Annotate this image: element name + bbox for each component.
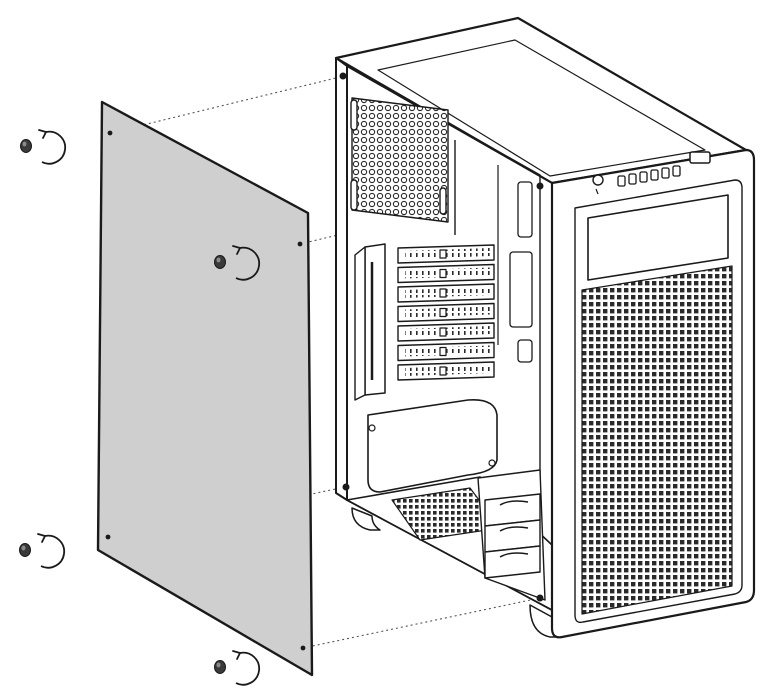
case-foot-rear: [351, 507, 381, 531]
front-io-port: [661, 167, 670, 179]
cable-clip: [517, 339, 533, 363]
fan-slot-lower: [350, 179, 358, 211]
panel-hole: [297, 241, 303, 247]
front-drive-bay-cover: [587, 194, 729, 281]
front-mesh-grille: [581, 265, 733, 615]
cable-grommet-middle: [509, 251, 533, 328]
case-rear-edge: [335, 57, 348, 501]
expansion-slot-cover: [397, 283, 495, 303]
power-button: [689, 151, 711, 164]
expansion-slot-cover: [397, 361, 495, 381]
case-mount-point: [536, 182, 544, 190]
reset-button: [592, 174, 604, 186]
thumb-screw: [214, 245, 261, 281]
case-mount-point: [342, 483, 350, 491]
rotate-ccw-arrow-icon: [232, 245, 261, 281]
expansion-slot-cover: [397, 263, 495, 284]
psu-shroud-cutout: [367, 398, 498, 493]
expansion-slot-cover: [397, 244, 495, 264]
expansion-slot-cover: [397, 302, 495, 323]
fan-slot-right: [439, 187, 447, 215]
front-io-port: [617, 175, 626, 187]
front-io-panel: [617, 165, 681, 187]
cable-grommet-upper: [517, 181, 533, 238]
side-panel-plate: [96, 100, 314, 677]
thumb-screw: [19, 533, 66, 569]
case-mount-point: [339, 72, 347, 80]
case-inner-frame: [346, 65, 541, 600]
panel-hole: [300, 645, 306, 651]
rotate-ccw-arrow-icon: [38, 129, 67, 165]
front-io-port: [672, 165, 681, 177]
panel-hole: [107, 130, 113, 136]
shroud-screw: [368, 424, 376, 432]
expansion-bracket-side: [354, 246, 366, 401]
expansion-bracket-retainer: [364, 243, 386, 396]
expansion-slots: [397, 244, 495, 381]
thumb-screws: [19, 129, 261, 686]
expansion-slot-cover: [397, 341, 495, 362]
guide-line-bottom-right: [302, 597, 541, 649]
front-io-port: [650, 169, 659, 181]
front-io-port: [639, 171, 648, 183]
expansion-slot-cover: [397, 322, 495, 342]
side-panel: [96, 100, 314, 677]
case-top-vent-outline: [377, 39, 706, 177]
rear-fan-mesh: [351, 97, 449, 223]
case-mount-point: [536, 594, 544, 602]
rotate-ccw-arrow-icon: [37, 533, 66, 569]
drive-cage: [477, 469, 546, 601]
thumb-screw: [214, 650, 261, 686]
front-io-port: [628, 173, 637, 185]
fan-slot-upper: [350, 99, 358, 131]
thumb-screw: [20, 129, 67, 165]
panel-hole: [105, 534, 111, 540]
rotate-ccw-arrow-icon: [232, 650, 261, 686]
pc-case: [334, 16, 756, 639]
shroud-screw: [488, 459, 496, 467]
